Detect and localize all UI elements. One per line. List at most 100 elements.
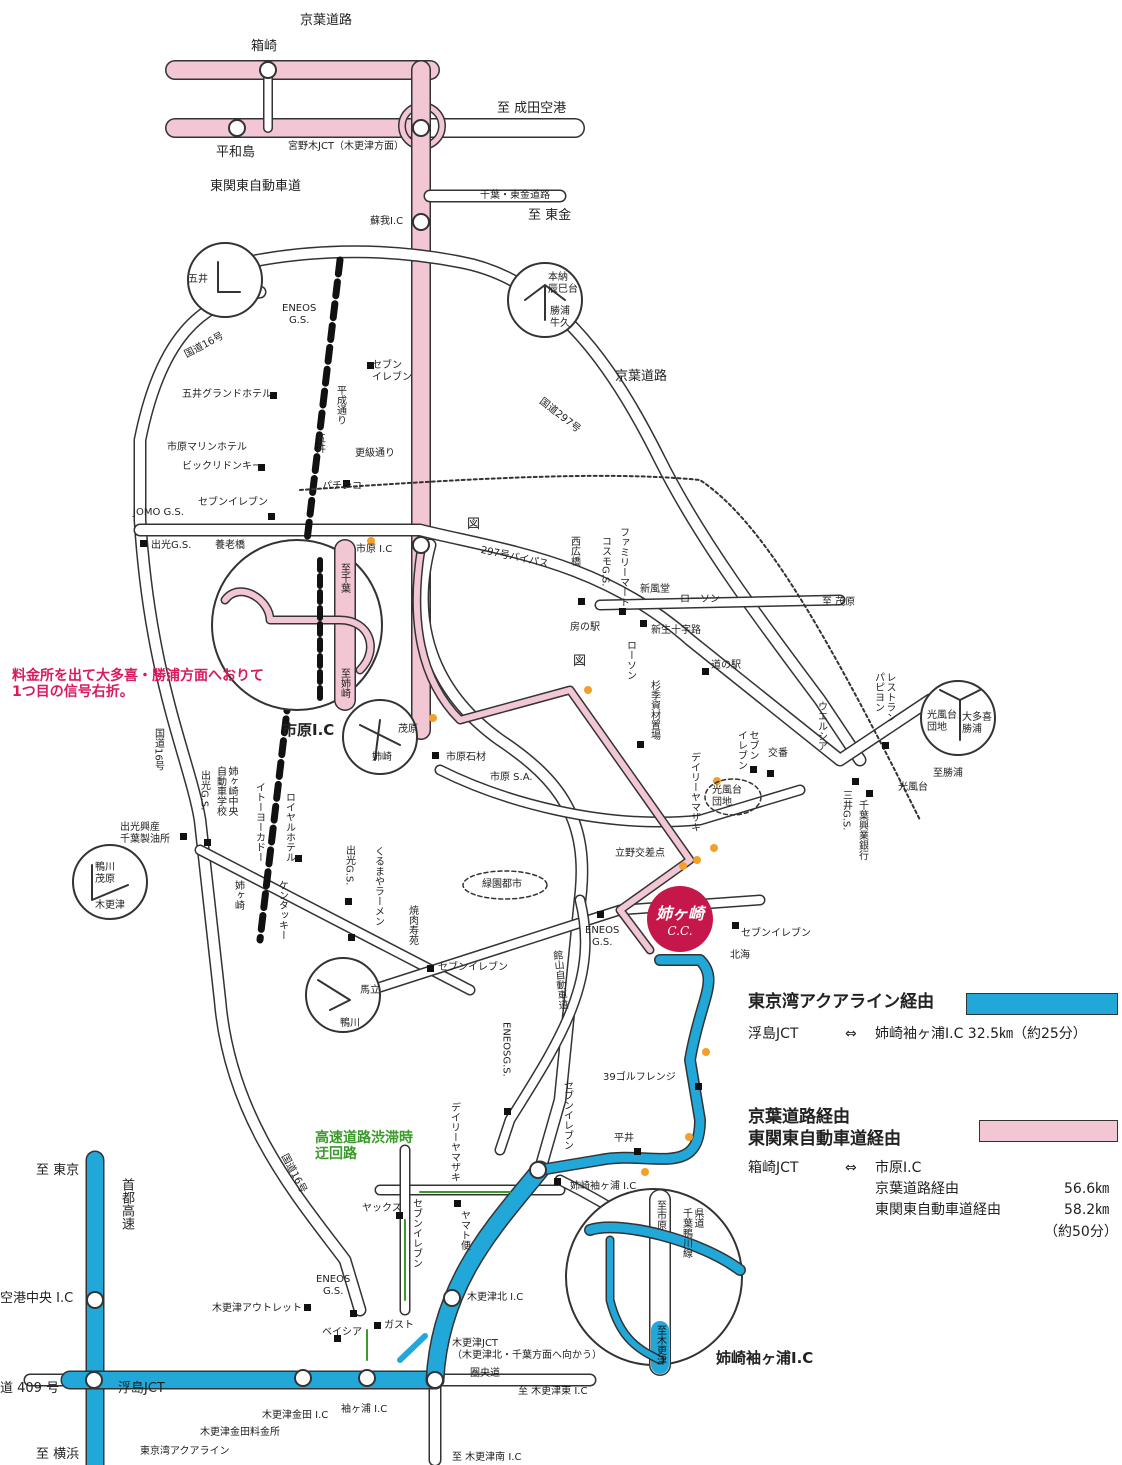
anesaki-driving-school-label: 姉ヶ崎中央 自動車学校 <box>214 766 238 816</box>
kisarazu-higashi-label: 至 木更津東 I.C <box>518 1386 588 1397</box>
callout-otaki-katsuura: 大多喜 勝浦 <box>962 712 992 735</box>
miyanogi-jct-label: 宮野木JCT（木更津方面） <box>288 141 405 152</box>
pachinko-label: パチンコ <box>322 481 362 492</box>
zoom-ichihara-roads <box>220 539 375 711</box>
seven-sode-label: セブンイレブン <box>561 1080 573 1150</box>
callout-mobara: 茂原 <box>398 724 418 735</box>
yororo-label: 養老橋 <box>215 540 245 551</box>
tatsuno-label: 立野交差点 <box>615 848 665 859</box>
ryokuen-bubble <box>462 870 548 900</box>
idemitsu2-label: 出光G.S. <box>343 845 355 886</box>
zu2-label: 図 <box>573 654 587 669</box>
golf-course-badge: 姉ヶ崎 C.C. <box>647 886 713 952</box>
hokkai-label: 北海 <box>730 950 750 961</box>
callout-honno: 本納 辰巳台 <box>548 272 578 295</box>
seven-goi-label: セブン イレブン <box>372 360 412 383</box>
michi-no-eki-label: 道の駅 <box>711 660 741 671</box>
eneos-cc-label: ENEOS G.S. <box>585 925 620 948</box>
kisarazu-kita-label: 木更津北 I.C <box>467 1292 524 1303</box>
seven-jomo-label: セブンイレブン <box>198 497 268 508</box>
callout-arrows <box>91 261 981 1011</box>
ryokuen-label: 緑園都市 <box>482 879 522 890</box>
legend-aqua-title: 東京湾アクアライン経由 <box>748 992 935 1012</box>
chiba-kogyo-label: 千葉興業銀行 <box>856 800 868 860</box>
ichihara-ic-label: 市原I.C <box>282 721 335 739</box>
wellsia-label: ウエルシア <box>815 701 827 751</box>
big-dongi-label: ビックリドンキー <box>182 461 262 472</box>
legend-keiyo-title2: 東関東自動車道経由 <box>748 1129 901 1149</box>
keiyo-local-route <box>412 545 695 955</box>
yamato-label: ヤマト便 <box>458 1210 470 1250</box>
legend-aqua-arrow: ⇔ <box>845 1026 857 1042</box>
kisarazu-minami-label: 至 木更津南 I.C <box>452 1452 522 1463</box>
shinsei-label: 新生十字路 <box>651 625 701 636</box>
route-arrow <box>397 1333 428 1363</box>
legend-keiyo-arrow: ⇔ <box>845 1160 857 1176</box>
ichihara-chiba-label: 至千葉 <box>338 563 350 593</box>
hakozaki-label: 箱崎 <box>251 39 278 54</box>
koban-label: 交番 <box>768 748 788 759</box>
kofudai-bubble <box>704 778 762 816</box>
soga-ic-label: 蘇我I.C <box>370 216 404 227</box>
interchange-markers <box>85 61 547 1389</box>
kaneda-ryokin-label: 木更津金田料金所 <box>200 1427 280 1438</box>
hirai-label: 平井 <box>614 1133 634 1144</box>
callout-kamogawa-mohara: 鴨川 茂原 <box>95 862 115 885</box>
ichihara-sekizai-label: 市原石材 <box>446 752 486 763</box>
marine-hotel-label: 市原マリンホテル <box>167 442 247 453</box>
kofudai-danchi-label: 光風台 団地 <box>712 785 742 808</box>
kisarazu-jct-label: 木更津JCT （木更津北・千葉方面へ向かう） <box>452 1338 602 1361</box>
eneos-goi-label: ENEOS G.S. <box>282 303 317 326</box>
daily2-label: デイリーヤマザキ <box>448 1102 460 1182</box>
callout-kisarazu: 木更津 <box>95 900 125 911</box>
anesaki-sode-ic-big-label: 姉崎袖ヶ浦I.C <box>716 1349 814 1367</box>
narita-label: 至 成田空港 <box>497 101 567 116</box>
legend-aqua-swatch <box>966 993 1118 1015</box>
itoyokado-label: イトーヨーカドー <box>253 782 265 862</box>
detour-arrows <box>366 1191 511 1361</box>
mitsui-label: 三井G.S. <box>840 790 852 831</box>
yax-label: ヤックス <box>362 1203 402 1214</box>
gust-label: ガスト <box>384 1320 414 1331</box>
callout-kamogawa: 鴨川 <box>340 1018 360 1029</box>
beisia-label: ベイシア <box>322 1327 362 1338</box>
legend-keiyo-row2-label: 東関東自動車道経由 <box>875 1202 1001 1218</box>
route16-mid-label: 国道16号 <box>152 728 164 771</box>
anegasaki-station-label: 姉ヶ崎 <box>232 880 244 910</box>
mobara-to-label: 至 茂原 <box>822 597 856 608</box>
goi-grand-hotel-label: 五井グランドホテル <box>182 389 272 400</box>
route409-label: 道 409 号 <box>0 1381 60 1396</box>
chiba-togane-label: 千葉・東金道路 <box>480 190 550 201</box>
legend-keiyo-row1-label: 京葉道路経由 <box>875 1181 959 1197</box>
heisei-dori-label: 平成通り <box>334 385 346 425</box>
idemitsu-ichi-label: 出光G.S. <box>198 770 210 811</box>
lawson1-label: ローソン <box>680 594 720 605</box>
seven-kisarazu-label: セブンイレブン <box>410 1198 422 1268</box>
idemitsu-label: 出光G.S. <box>151 540 192 551</box>
callout-goi: 五井 <box>188 274 208 285</box>
keiyo-road-top-label: 京葉道路 <box>300 13 353 28</box>
jomo-label: JOMO G.S. <box>133 507 184 518</box>
exit-instruction-note: 料金所を出て大多喜・勝浦方面へおりて 1つ目の信号右折。 <box>12 668 264 701</box>
restaurant-label: レストラン パピヨン <box>872 672 896 722</box>
daily1-label: デイリーヤマザキ <box>688 752 700 832</box>
eneos-kisa-label: ENEOS G.S. <box>316 1274 351 1297</box>
legend-keiyo-to: 市原I.C <box>875 1160 922 1176</box>
detour-note: 高速道路渋滞時 迂回路 <box>315 1130 413 1163</box>
golf39-label: 39ゴルフレンジ <box>603 1072 676 1083</box>
nishihiro-label: 西広橋 <box>568 536 580 566</box>
ichihara-anesaki-label: 至姉崎 <box>338 668 350 698</box>
ichihara-sa-label: 市原 S.A. <box>490 772 533 783</box>
sugi-label: 杉季資材置場 <box>648 680 660 740</box>
kuko-chuo-label: 空港中央 I.C <box>0 1291 74 1306</box>
seven-cc-label: セブンイレブン <box>741 928 811 939</box>
fusa-eki-label: 房の駅 <box>570 622 600 633</box>
tokyo-to-label: 至 東京 <box>36 1163 80 1178</box>
kofudai-label: 光風台 <box>898 782 928 793</box>
cosmo-label: コスモG.S. <box>599 536 611 587</box>
zoom-kendo-label: 県道 千葉鴨川線 <box>680 1208 704 1258</box>
legend-aqua-to: 姉崎袖ヶ浦I.C 32.5㎞（約25分） <box>875 1026 1087 1042</box>
callout-umatate: 馬立 <box>360 985 380 996</box>
